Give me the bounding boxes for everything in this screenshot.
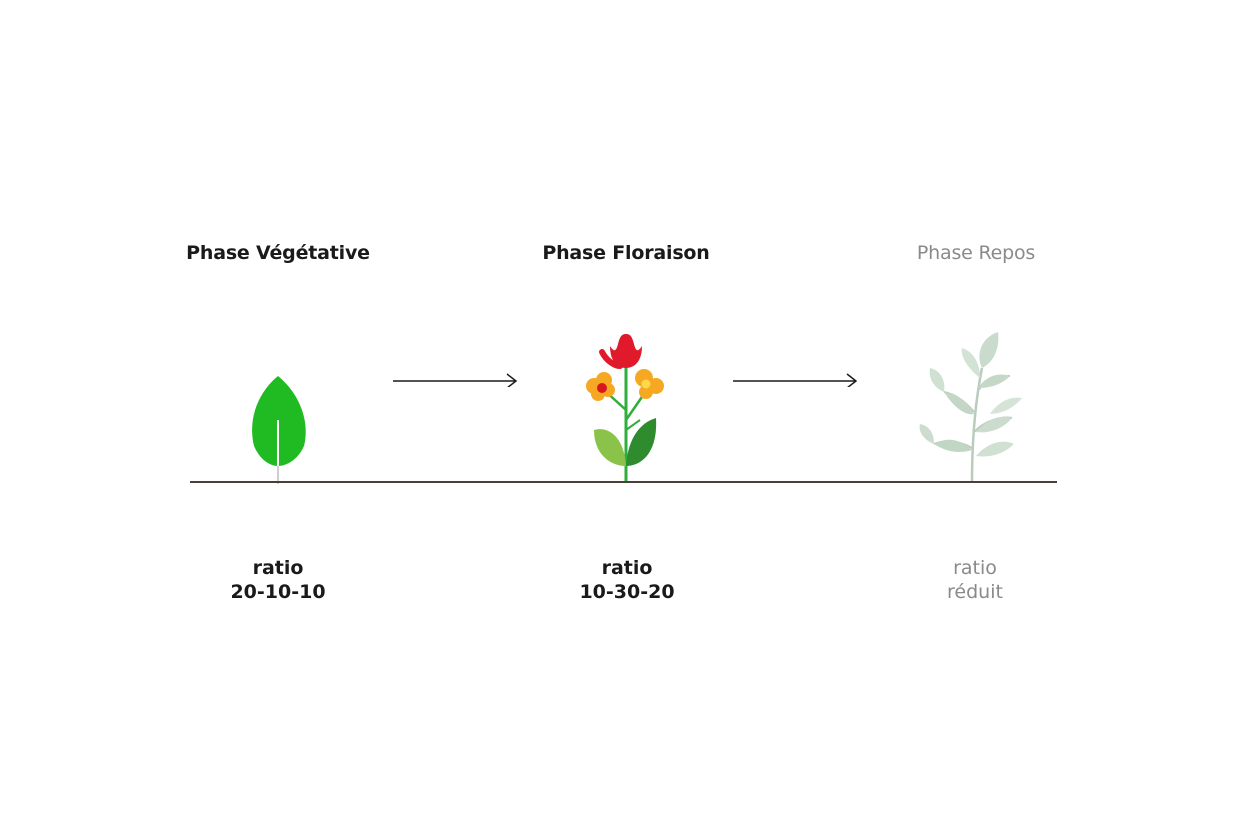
ratio-label: ratio — [252, 557, 304, 579]
flowering-plant-icon — [586, 334, 664, 482]
phase-repos-title: Phase Repos — [916, 242, 1036, 264]
arrow-right-icon — [393, 373, 518, 387]
ratio-value: 10-30-20 — [579, 581, 675, 603]
phase-vegetative-ratio: ratio 20-10-10 — [230, 556, 325, 604]
dormant-plant-icon — [919, 332, 1022, 483]
ratio-value: réduit — [947, 581, 1003, 603]
ratio-value: 20-10-10 — [230, 581, 326, 603]
ratio-label: ratio — [601, 557, 653, 579]
ground-line — [190, 481, 1057, 483]
leaf-icon — [252, 376, 306, 484]
phase-repos-ratio: ratio réduit — [947, 556, 1003, 604]
phase-floraison-ratio: ratio 10-30-20 — [579, 556, 674, 604]
arrow-right-icon — [733, 373, 858, 387]
ratio-label: ratio — [953, 557, 997, 579]
phase-floraison-title: Phase Floraison — [542, 242, 710, 264]
phase-vegetative-title: Phase Végétative — [186, 242, 370, 264]
